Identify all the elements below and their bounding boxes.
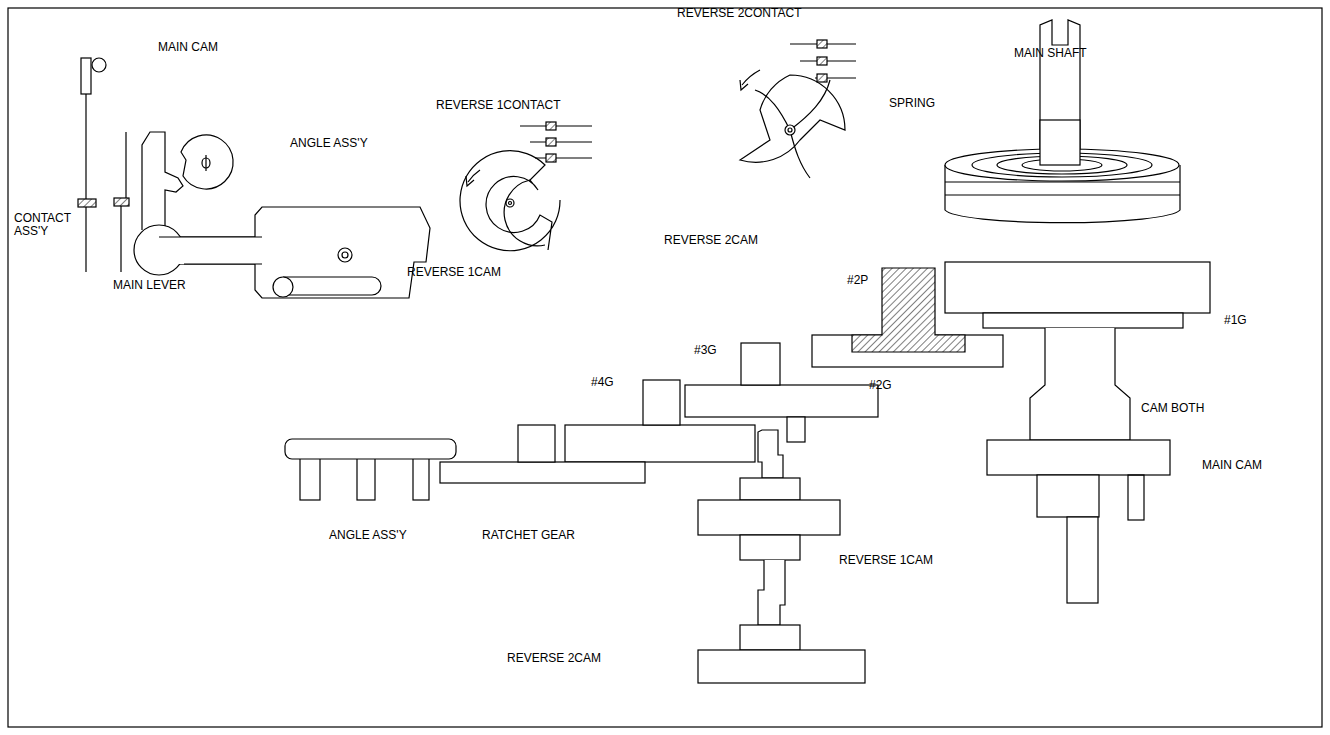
part-label: MAIN LEVER bbox=[113, 279, 186, 292]
part-label: #3G bbox=[694, 344, 717, 357]
part-label: #2P bbox=[847, 274, 868, 287]
part-label: REVERSE 2CAM bbox=[664, 234, 758, 247]
part-label: MAIN CAM bbox=[158, 41, 218, 54]
contact-assembly bbox=[78, 58, 129, 272]
part-label: #4G bbox=[591, 376, 614, 389]
reverse-2-cam bbox=[740, 40, 856, 178]
gear-4 bbox=[565, 380, 755, 462]
part-label: #1G bbox=[1224, 314, 1247, 327]
cam-both bbox=[987, 328, 1170, 603]
reverse-1-cam bbox=[460, 122, 592, 251]
angle-assembly bbox=[159, 207, 430, 298]
part-label: MAIN SHAFT bbox=[1014, 47, 1087, 60]
gear-1 bbox=[945, 262, 1210, 328]
part-label: #2G bbox=[869, 379, 892, 392]
part-label: CAM BOTH bbox=[1141, 402, 1204, 415]
angle-assembly-side bbox=[285, 439, 456, 500]
frame bbox=[8, 8, 1322, 727]
part-label: REVERSE 1CAM bbox=[839, 554, 933, 567]
part-label: REVERSE 2CAM bbox=[507, 652, 601, 665]
part-label: SPRING bbox=[889, 97, 935, 110]
gear-2 bbox=[812, 268, 1003, 367]
part-label: ANGLE ASS'Y bbox=[329, 529, 407, 542]
main-lever bbox=[134, 132, 269, 275]
part-label: REVERSE 1CONTACT bbox=[436, 99, 560, 112]
part-label: REVERSE 1CAM bbox=[407, 266, 501, 279]
part-label: MAIN CAM bbox=[1202, 459, 1262, 472]
part-label: RATCHET GEAR bbox=[482, 529, 575, 542]
ratchet-gear bbox=[440, 425, 645, 483]
main-shaft bbox=[945, 20, 1180, 223]
part-label: REVERSE 2CONTACT bbox=[677, 7, 801, 20]
part-label: CONTACT ASS'Y bbox=[14, 212, 74, 238]
main-cam bbox=[181, 135, 233, 189]
part-label: ANGLE ASS'Y bbox=[290, 137, 368, 150]
